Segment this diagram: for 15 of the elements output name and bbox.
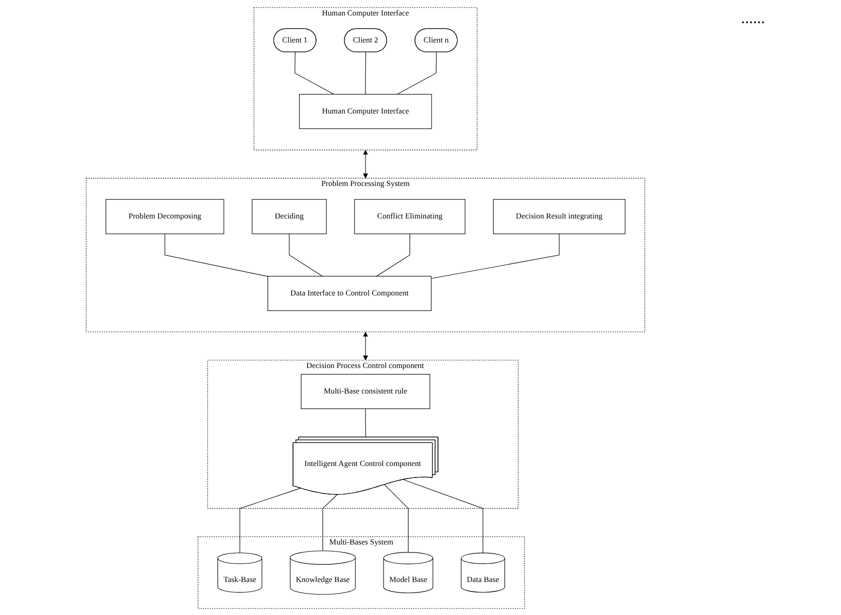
connector (164, 233, 268, 276)
connector (365, 51, 366, 94)
connector (294, 51, 334, 94)
connector (430, 233, 560, 278)
connector (376, 233, 410, 276)
connector (365, 408, 366, 438)
connector (240, 487, 301, 553)
ellipsis-label: ...... (741, 10, 766, 28)
arrow (363, 331, 368, 360)
arrow (363, 149, 368, 178)
connector (403, 478, 484, 553)
connector (322, 494, 338, 551)
connector (288, 233, 323, 276)
connector (396, 51, 437, 94)
connector (384, 484, 409, 552)
